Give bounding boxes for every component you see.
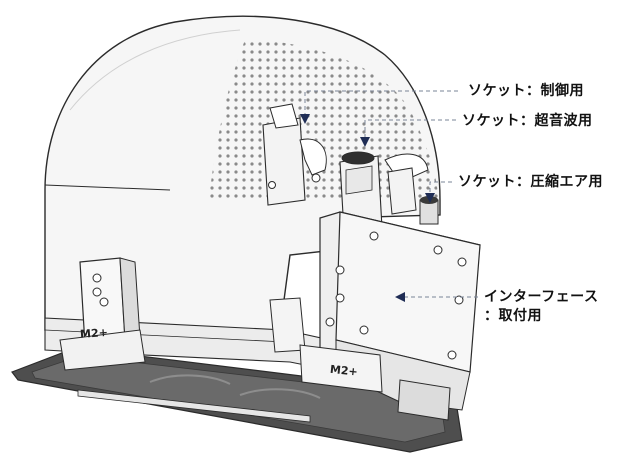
socket-control bbox=[262, 103, 327, 206]
leader-air bbox=[425, 181, 452, 203]
socket-air bbox=[384, 153, 439, 225]
front-bracket bbox=[269, 297, 383, 393]
leader-control bbox=[300, 90, 458, 124]
badge-left: M2+ bbox=[80, 326, 109, 341]
label-interface-line1: インターフェース bbox=[484, 289, 599, 305]
left-bracket bbox=[59, 257, 146, 371]
socket-ultrasonic bbox=[339, 151, 383, 233]
base-plate bbox=[11, 347, 463, 453]
badge-front: M2+ bbox=[329, 363, 358, 379]
label-control-socket: ソケット：制御用 bbox=[468, 83, 584, 99]
leader-interface bbox=[395, 292, 478, 302]
leader-ultrasonic bbox=[360, 119, 456, 147]
label-air-socket: ソケット：圧縮エア用 bbox=[458, 174, 603, 190]
label-ultrasonic-socket: ソケット：超音波用 bbox=[462, 113, 593, 129]
label-interface-line2: ：取付用 bbox=[484, 308, 542, 324]
